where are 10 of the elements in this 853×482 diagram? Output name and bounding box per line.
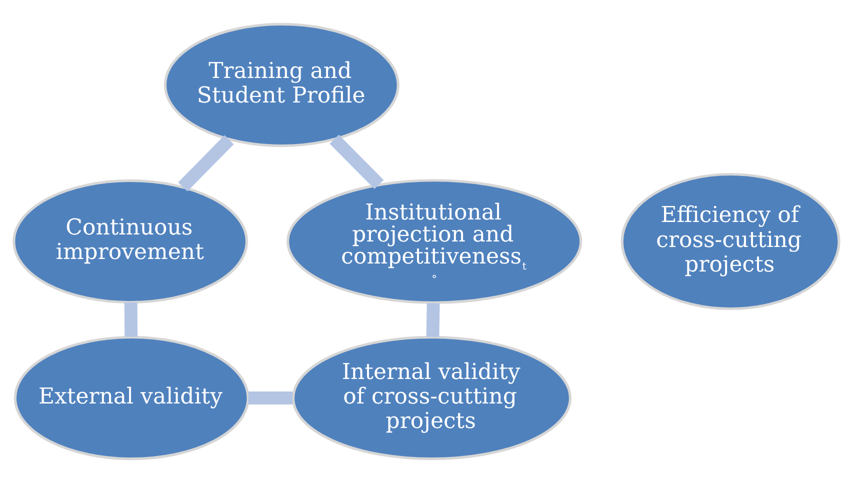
- connector: [426, 302, 440, 337]
- node-ellipse: Internal validity of cross-cutting projects: [292, 335, 572, 460]
- connector: [124, 302, 138, 336]
- connector: [178, 134, 234, 191]
- connector: [330, 134, 384, 189]
- node-ellipse: Continuous improvement: [12, 178, 248, 304]
- node-ellipse: External validity: [14, 335, 250, 460]
- node-ellipse: Efficiency of cross-cutting projects: [620, 172, 840, 310]
- connector: [248, 391, 293, 404]
- node-ellipse: Training and Student Profile: [164, 22, 400, 147]
